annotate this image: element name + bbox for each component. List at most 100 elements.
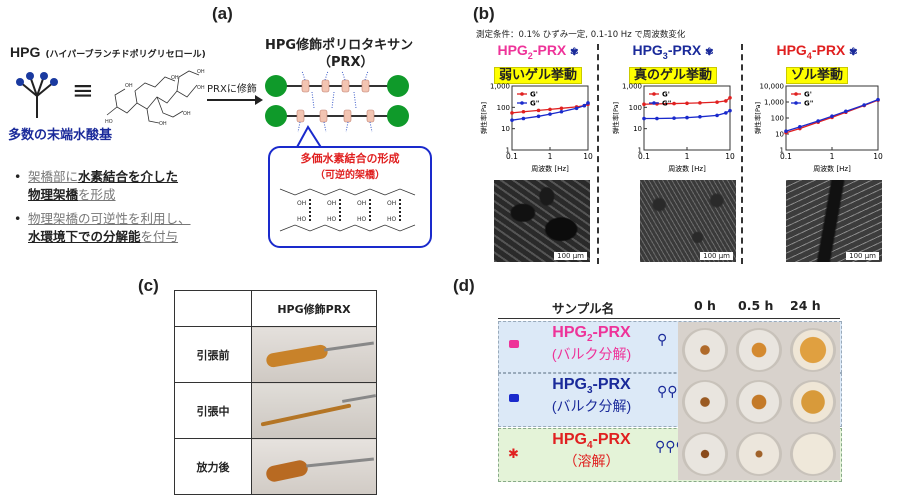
svg-text:OH: OH bbox=[327, 200, 336, 207]
dish-hpg3-0h bbox=[682, 380, 728, 424]
data-point bbox=[724, 99, 728, 103]
bullet-item: • 架橋部に水素結合を介した 物理架橋を形成 bbox=[14, 168, 191, 204]
table-row: 放力後 bbox=[174, 438, 377, 495]
plot-title: HPG3-PRX ✾ bbox=[612, 42, 734, 61]
data-point bbox=[698, 114, 702, 119]
svg-text:HO: HO bbox=[297, 216, 307, 223]
sample-post: -PRX bbox=[592, 376, 631, 393]
y-axis-label: 弾性率[Pa] bbox=[611, 102, 620, 134]
data-point bbox=[672, 116, 676, 120]
x-tick-label: 10 bbox=[725, 152, 735, 161]
data-point bbox=[876, 97, 880, 102]
bullet-text-strong: 物理架橋 bbox=[28, 187, 79, 202]
scale-bar-label: 100 μm bbox=[554, 252, 587, 260]
photo-before-tension bbox=[251, 326, 377, 383]
equivalence-symbol: ≡ bbox=[72, 76, 94, 106]
legend-marker bbox=[520, 101, 524, 105]
y-tick-label: 1,000 bbox=[622, 83, 642, 91]
svg-text:OH: OH bbox=[197, 85, 205, 91]
data-point bbox=[574, 106, 579, 111]
svg-text:HO: HO bbox=[327, 216, 337, 223]
sample-title: HPG4-PRX bbox=[529, 431, 654, 451]
plot-title: HPG2-PRX ✾ bbox=[480, 42, 596, 61]
header-0h: 0 h bbox=[694, 298, 716, 313]
forceps bbox=[341, 394, 377, 403]
header-05h: 0.5 h bbox=[738, 298, 774, 313]
sample-pre: HPG bbox=[552, 431, 587, 448]
plot-column-hpg3: HPG3-PRX ✾ 真のゲル挙動 bbox=[612, 42, 734, 84]
sample-name: HPG3-PRX (バルク分解) bbox=[529, 376, 654, 416]
data-point bbox=[548, 112, 552, 116]
behavior-label: ゾル挙動 bbox=[785, 66, 848, 84]
panel-a-label: (a) bbox=[212, 4, 233, 23]
hpg-subtitle: (ハイパーブランチドポリグリセロール) bbox=[45, 50, 206, 60]
sample-title: HPG2-PRX bbox=[529, 324, 654, 344]
svg-text:OH: OH bbox=[159, 121, 167, 125]
dendrimer-icon: ⚲ bbox=[657, 332, 668, 348]
plot-title-sub: 3 bbox=[662, 50, 668, 61]
bullet-dot: • bbox=[14, 211, 22, 226]
plot-column-hpg2: HPG2-PRX ✾ 弱いゲル挙動 bbox=[480, 42, 596, 84]
bullet-text: を形成 bbox=[78, 187, 116, 202]
svg-text:OH: OH bbox=[197, 69, 205, 75]
legend-label: G' bbox=[662, 91, 670, 99]
y-axis-label: 弾性率[Pa] bbox=[479, 102, 488, 134]
plot-title-text: HPG bbox=[632, 42, 663, 58]
data-point bbox=[862, 103, 866, 107]
data-point bbox=[521, 116, 526, 121]
hpg-dendrimer-icon bbox=[16, 72, 58, 118]
legend-marker bbox=[652, 101, 656, 105]
panel-d-label: (d) bbox=[453, 276, 475, 295]
sample-post: -PRX bbox=[592, 431, 631, 448]
y-tick-label: 10 bbox=[633, 125, 642, 133]
polymer-marker-icon bbox=[509, 340, 519, 348]
svg-text:OH: OH bbox=[297, 200, 306, 207]
separator-line bbox=[597, 44, 599, 264]
data-point bbox=[698, 101, 702, 105]
sample-pre: HPG bbox=[552, 324, 587, 341]
legend-marker bbox=[520, 92, 524, 96]
svg-text:OH: OH bbox=[125, 83, 133, 89]
data-point bbox=[685, 115, 689, 120]
x-tick-label: 0.1 bbox=[506, 152, 518, 161]
behavior-label-wrap: 弱いゲル挙動 bbox=[480, 64, 596, 84]
sem-image-hpg2: 100 μm bbox=[494, 180, 590, 262]
dish-photo-grid bbox=[678, 322, 840, 480]
right-arrow-icon bbox=[207, 95, 263, 105]
data-point bbox=[844, 109, 848, 114]
data-point bbox=[536, 114, 541, 119]
y-tick-label: 1 bbox=[506, 147, 510, 155]
data-point bbox=[559, 109, 564, 114]
sample-note: (バルク分解) bbox=[551, 398, 632, 415]
dish-hpg3-24h bbox=[790, 380, 836, 424]
y-tick-label: 1,000 bbox=[764, 99, 784, 107]
behavior-label: 弱いゲル挙動 bbox=[493, 66, 582, 84]
hpg-title: HPG bbox=[10, 44, 41, 60]
data-point bbox=[728, 108, 732, 113]
plot-title-sub: 4 bbox=[806, 50, 812, 61]
sample-sub: 3 bbox=[586, 385, 593, 397]
x-tick-label: 0.1 bbox=[638, 152, 650, 161]
data-point bbox=[685, 101, 689, 106]
header-24h: 24 h bbox=[790, 298, 821, 313]
legend-label: G' bbox=[804, 91, 812, 99]
tensile-table: HPG修飾PRX 引張前 引張中 放力後 bbox=[174, 290, 377, 495]
row-label: 引張前 bbox=[174, 326, 252, 383]
x-tick-label: 10 bbox=[873, 152, 883, 161]
dish-hpg2-24h bbox=[790, 328, 836, 372]
dish-hpg2-0h bbox=[682, 328, 728, 372]
prx-title-line1: HPG修飾ポリロタキサン bbox=[265, 38, 414, 53]
sample-blob bbox=[265, 343, 329, 369]
polymer-marker-icon bbox=[509, 394, 519, 402]
legend-label: G" bbox=[662, 100, 671, 108]
header-sample-name: サンプル名 bbox=[552, 301, 615, 316]
table-row: HPG修飾PRX bbox=[174, 290, 377, 327]
table-corner bbox=[174, 290, 252, 327]
photo-after-release bbox=[251, 438, 377, 495]
forceps bbox=[324, 341, 374, 352]
sample-strand bbox=[260, 403, 352, 427]
plot-title-text: HPG bbox=[497, 42, 528, 58]
table-row: 引張中 bbox=[174, 382, 377, 439]
sample-sub: 2 bbox=[586, 333, 593, 345]
